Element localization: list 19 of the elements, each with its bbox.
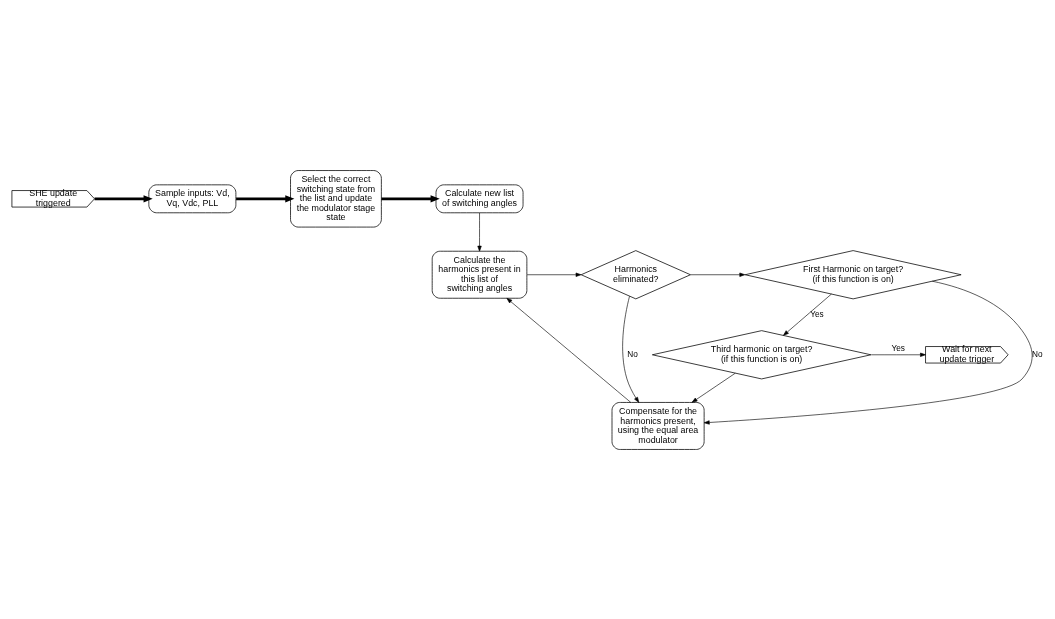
arrow (703, 280, 1033, 425)
node-box: Calculate the harmonics present in this list of switching angles (431, 250, 528, 299)
arrow (236, 194, 295, 202)
arrow (381, 194, 440, 202)
arrow (783, 293, 832, 336)
arrow (622, 295, 640, 403)
arrow (526, 272, 582, 277)
node-diamond: First Harmonic on target? (if this function is on) (744, 249, 962, 299)
node-diamond: Harmonics eliminated? (580, 249, 691, 299)
arrow (94, 194, 153, 202)
node-box: Sample inputs: Vd, Vq, Vdc, PLL (148, 183, 237, 213)
arrow (477, 212, 482, 252)
arrow (870, 352, 926, 357)
node-box: Compensate for the harmonics present, using the equal area modulator (611, 401, 705, 450)
node-box: Select the correct switching state from the list and update the modulator stage state (290, 169, 382, 227)
arrow (506, 297, 632, 403)
arrow (691, 372, 736, 403)
arrow (690, 272, 746, 277)
node-box: Calculate new list of switching angles (435, 183, 524, 213)
